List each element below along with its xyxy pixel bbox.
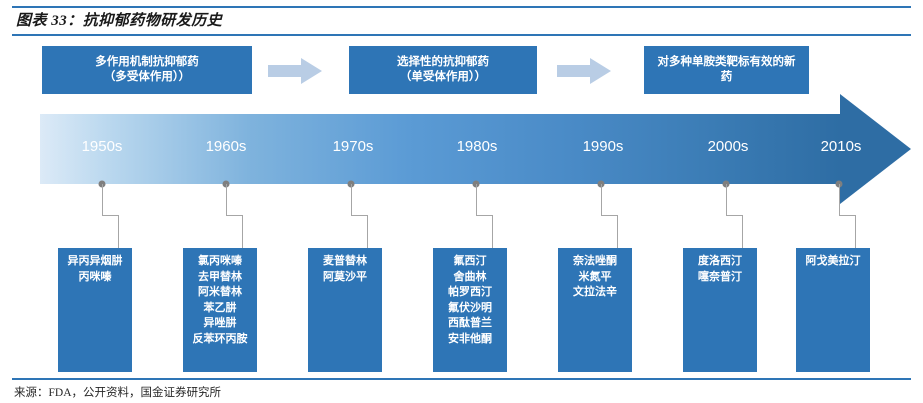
timeline-arrow: 1950s 1960s 1970s 1980s 1990s 2000s 2010… (40, 94, 911, 224)
decade-label-2010s: 2010s (820, 138, 862, 155)
drug-name: 噻奈普汀 (698, 270, 742, 283)
decade-label-2000s: 2000s (707, 138, 749, 155)
drug-name: 去甲替林 (198, 270, 242, 283)
strategy-box-2-line2: （单受体作用）） (399, 71, 487, 83)
decade-label-1980s: 1980s (456, 138, 498, 155)
drug-name: 苯乙肼 (203, 301, 237, 314)
drug-name: 阿戈美拉汀 (805, 255, 861, 267)
drug-name: 文拉法辛 (573, 286, 617, 298)
decade-label-1970s: 1970s (332, 138, 374, 155)
drug-box-1960s: 氯丙咪嗪 去甲替林 阿米替林 苯乙肼 异唑肼 反苯环丙胺 (183, 248, 257, 372)
title-rule-bottom (12, 34, 911, 36)
drug-name: 氟西汀 (453, 255, 487, 267)
strategy-box-1-line1: 多作用机制抗抑郁药 (95, 56, 199, 68)
strategy-box-3-line1: 对多种单胺类靶标有效的新 (657, 56, 796, 68)
drug-box-2010s: 阿戈美拉汀 (796, 248, 870, 372)
decade-label-1990s: 1990s (582, 138, 624, 155)
drug-name: 米氮平 (578, 270, 612, 283)
strategy-box-3-line2: 药 (720, 71, 733, 83)
decade-label-1950s: 1950s (81, 138, 123, 155)
source-note: 来源：FDA，公开资料，国金证券研究所 (14, 387, 222, 399)
flow-arrow-2-icon (557, 58, 611, 84)
drug-name: 奈法唑酮 (573, 255, 617, 267)
drug-name: 麦普替林 (323, 255, 367, 267)
drug-box-1980s: 氟西汀 舍曲林 帕罗西汀 氟伏沙明 西酞普兰 安非他酮 (433, 248, 507, 372)
drug-name: 氯丙咪嗪 (198, 255, 242, 267)
strategy-box-1-line2: （多受体作用）） (103, 71, 191, 83)
strategy-box-2-line1: 选择性的抗抑郁药 (397, 56, 489, 68)
diagram-canvas: 多作用机制抗抑郁药 （多受体作用）） 选择性的抗抑郁药 （单受体作用）） 对多种… (12, 38, 911, 376)
figure-title: 图表 33：抗抑郁药物研发历史 (16, 13, 223, 29)
drug-name: 度洛西汀 (698, 255, 742, 267)
drug-name: 异丙异烟肼 (67, 255, 123, 267)
drug-name: 阿米替林 (198, 286, 242, 298)
drug-name: 丙咪嗪 (78, 270, 112, 283)
title-rule-top (12, 6, 911, 8)
footer-rule (12, 378, 911, 380)
drug-box-1990s: 奈法唑酮 米氮平 文拉法辛 (558, 248, 632, 372)
decade-label-1960s: 1960s (205, 138, 247, 155)
drug-name: 舍曲林 (453, 270, 487, 283)
drug-name: 西酞普兰 (448, 317, 492, 329)
drug-name: 异唑肼 (203, 317, 237, 329)
drug-name: 阿莫沙平 (323, 270, 367, 283)
drug-box-1950s: 异丙异烟肼 丙咪嗪 (58, 248, 132, 372)
drug-name: 反苯环丙胺 (192, 332, 248, 345)
drug-name: 安非他酮 (448, 332, 492, 345)
drug-box-2000s: 度洛西汀 噻奈普汀 (683, 248, 757, 372)
flow-arrow-1-icon (268, 58, 322, 84)
drug-name: 氟伏沙明 (448, 301, 492, 314)
timeline-bar (40, 114, 840, 184)
drug-box-1970s: 麦普替林 阿莫沙平 (308, 248, 382, 372)
strategy-box-2: 选择性的抗抑郁药 （单受体作用）） (349, 46, 537, 94)
timeline-arrowhead-icon (840, 94, 911, 204)
drug-name: 帕罗西汀 (448, 286, 492, 298)
strategy-box-1: 多作用机制抗抑郁药 （多受体作用）） (42, 46, 252, 94)
strategy-box-3: 对多种单胺类靶标有效的新 药 (644, 46, 809, 94)
